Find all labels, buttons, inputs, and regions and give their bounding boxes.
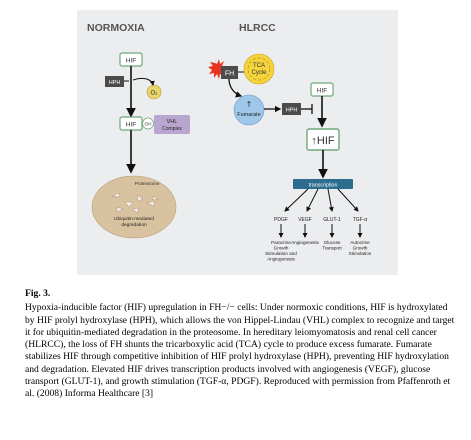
- normoxia-vhl-box: [154, 115, 190, 134]
- proteosome-fragments: [111, 192, 159, 214]
- transcription-label: transcription: [309, 183, 338, 189]
- transcription-bar: [293, 179, 353, 189]
- hlrcc-title: HLRCC: [239, 22, 276, 34]
- normoxia-o2-label: O₂: [151, 91, 159, 97]
- target-tgf-alpha: TGF-α: [353, 217, 368, 223]
- hif-elevated-label: ↑HIF: [311, 135, 335, 147]
- outcome-glucose-line1: Glucose: [324, 240, 341, 245]
- outcome-paracrine-line3: Stimulation and: [265, 251, 297, 256]
- tca-line1: TCA: [253, 63, 265, 69]
- outcome-glucose-line2: Transport: [322, 246, 342, 251]
- outcome-paracrine-line2: Growth: [274, 246, 289, 251]
- normoxia-hif-oh-label: HIF: [126, 122, 137, 129]
- outcome-paracrine: Paracrine Growth Stimulation and Angioge…: [265, 240, 297, 262]
- outcome-autocrine-line1: Autocrine: [350, 240, 370, 245]
- fumarate-up-arrow: ↑: [246, 100, 253, 109]
- normoxia-hph-label: HPH: [109, 80, 121, 86]
- hlrcc-hph-label: HPH: [286, 108, 298, 114]
- figure-panel: NORMOXIA HIF HPH O₂ HIF OH VHL Complex P…: [77, 10, 398, 275]
- normoxia-hph-box: [105, 76, 124, 87]
- normoxia-vhl-line2: Complex: [162, 126, 182, 132]
- outcome-arrows: [278, 224, 363, 238]
- hlrcc-hph-box: [282, 103, 301, 115]
- tca-cycle-circle: [243, 53, 275, 85]
- outcome-glucose: Glucose Transport: [322, 240, 342, 251]
- normoxia-vhl-line1: VHL: [167, 119, 178, 125]
- figure-caption: Fig. 3. Hypoxia-inducible factor (HIF) u…: [25, 288, 455, 401]
- transcription-fan-arrows: [284, 188, 359, 212]
- outcome-angiogenesis: Angiogenesis: [291, 240, 319, 245]
- tca-cycle-ring: [247, 57, 271, 81]
- tca-line2: Cycle: [251, 70, 267, 76]
- proteosome-label: Proteosome: [135, 181, 160, 186]
- normoxia-hif-label: HIF: [126, 58, 137, 65]
- hlrcc-hif-label: HIF: [317, 88, 328, 95]
- normoxia-title: NORMOXIA: [87, 22, 145, 34]
- fumarate-circle: [233, 94, 265, 126]
- fh-box: [221, 66, 238, 79]
- caption-label: Fig. 3.: [25, 288, 51, 299]
- outcome-autocrine: Autocrine Growth Stimulation: [349, 240, 372, 256]
- tca-fumarate-arrow: [228, 78, 243, 98]
- outcome-paracrine-line4: Angiogenesis: [267, 257, 295, 262]
- pathway-diagram: NORMOXIA HIF HPH O₂ HIF OH VHL Complex P…: [87, 22, 372, 262]
- fumarate-label: Fumarate: [237, 112, 261, 118]
- proteosome-ellipse: [91, 175, 177, 239]
- normoxia-oh-circle: [142, 117, 154, 130]
- outcome-paracrine-line1: Paracrine: [271, 240, 291, 245]
- outcome-autocrine-line3: Stimulation: [349, 251, 372, 256]
- target-vegf: VEGF: [298, 217, 312, 223]
- normoxia-oh-label: OH: [145, 122, 152, 127]
- outcome-autocrine-line2: Growth: [353, 246, 368, 251]
- target-glut1: GLUT-1: [323, 217, 341, 223]
- target-pdgf: PDGF: [274, 217, 288, 223]
- degradation-line2: degradation: [121, 222, 147, 228]
- fh-label: FH: [225, 71, 234, 78]
- caption-text: Hypoxia-inducible factor (HIF) upregulat…: [25, 302, 455, 400]
- degradation-line1: Ubiquitin-mediated: [114, 216, 154, 222]
- normoxia-o2-arrow: [132, 77, 155, 86]
